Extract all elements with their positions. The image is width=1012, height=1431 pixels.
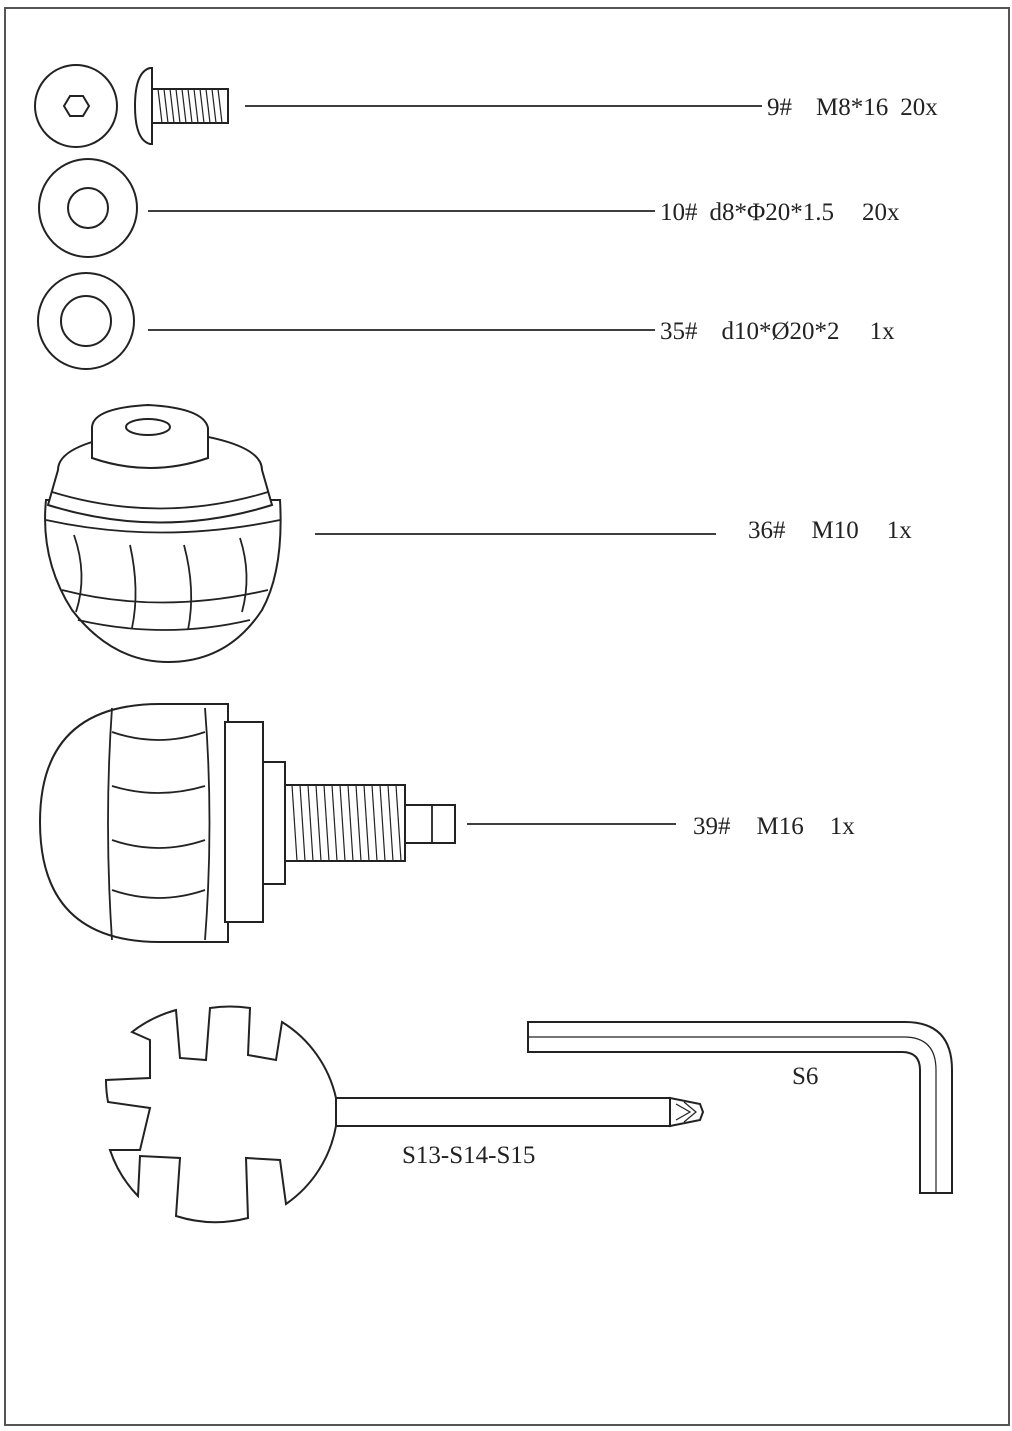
hex-key-icon bbox=[527, 1021, 953, 1194]
multi-spanner-screwdriver-icon bbox=[104, 1005, 705, 1224]
threaded-ball-knob-icon bbox=[38, 703, 456, 943]
button-head-hex-screw-icon bbox=[34, 64, 229, 148]
hex-key-label: S6 bbox=[792, 1063, 818, 1090]
ball-knob-icon bbox=[44, 403, 282, 664]
page-frame bbox=[4, 7, 1010, 1426]
thick-washer-icon bbox=[37, 272, 135, 370]
flat-washer-icon bbox=[38, 158, 138, 258]
screwdriver-label: S13-S14-S15 bbox=[402, 1142, 535, 1169]
